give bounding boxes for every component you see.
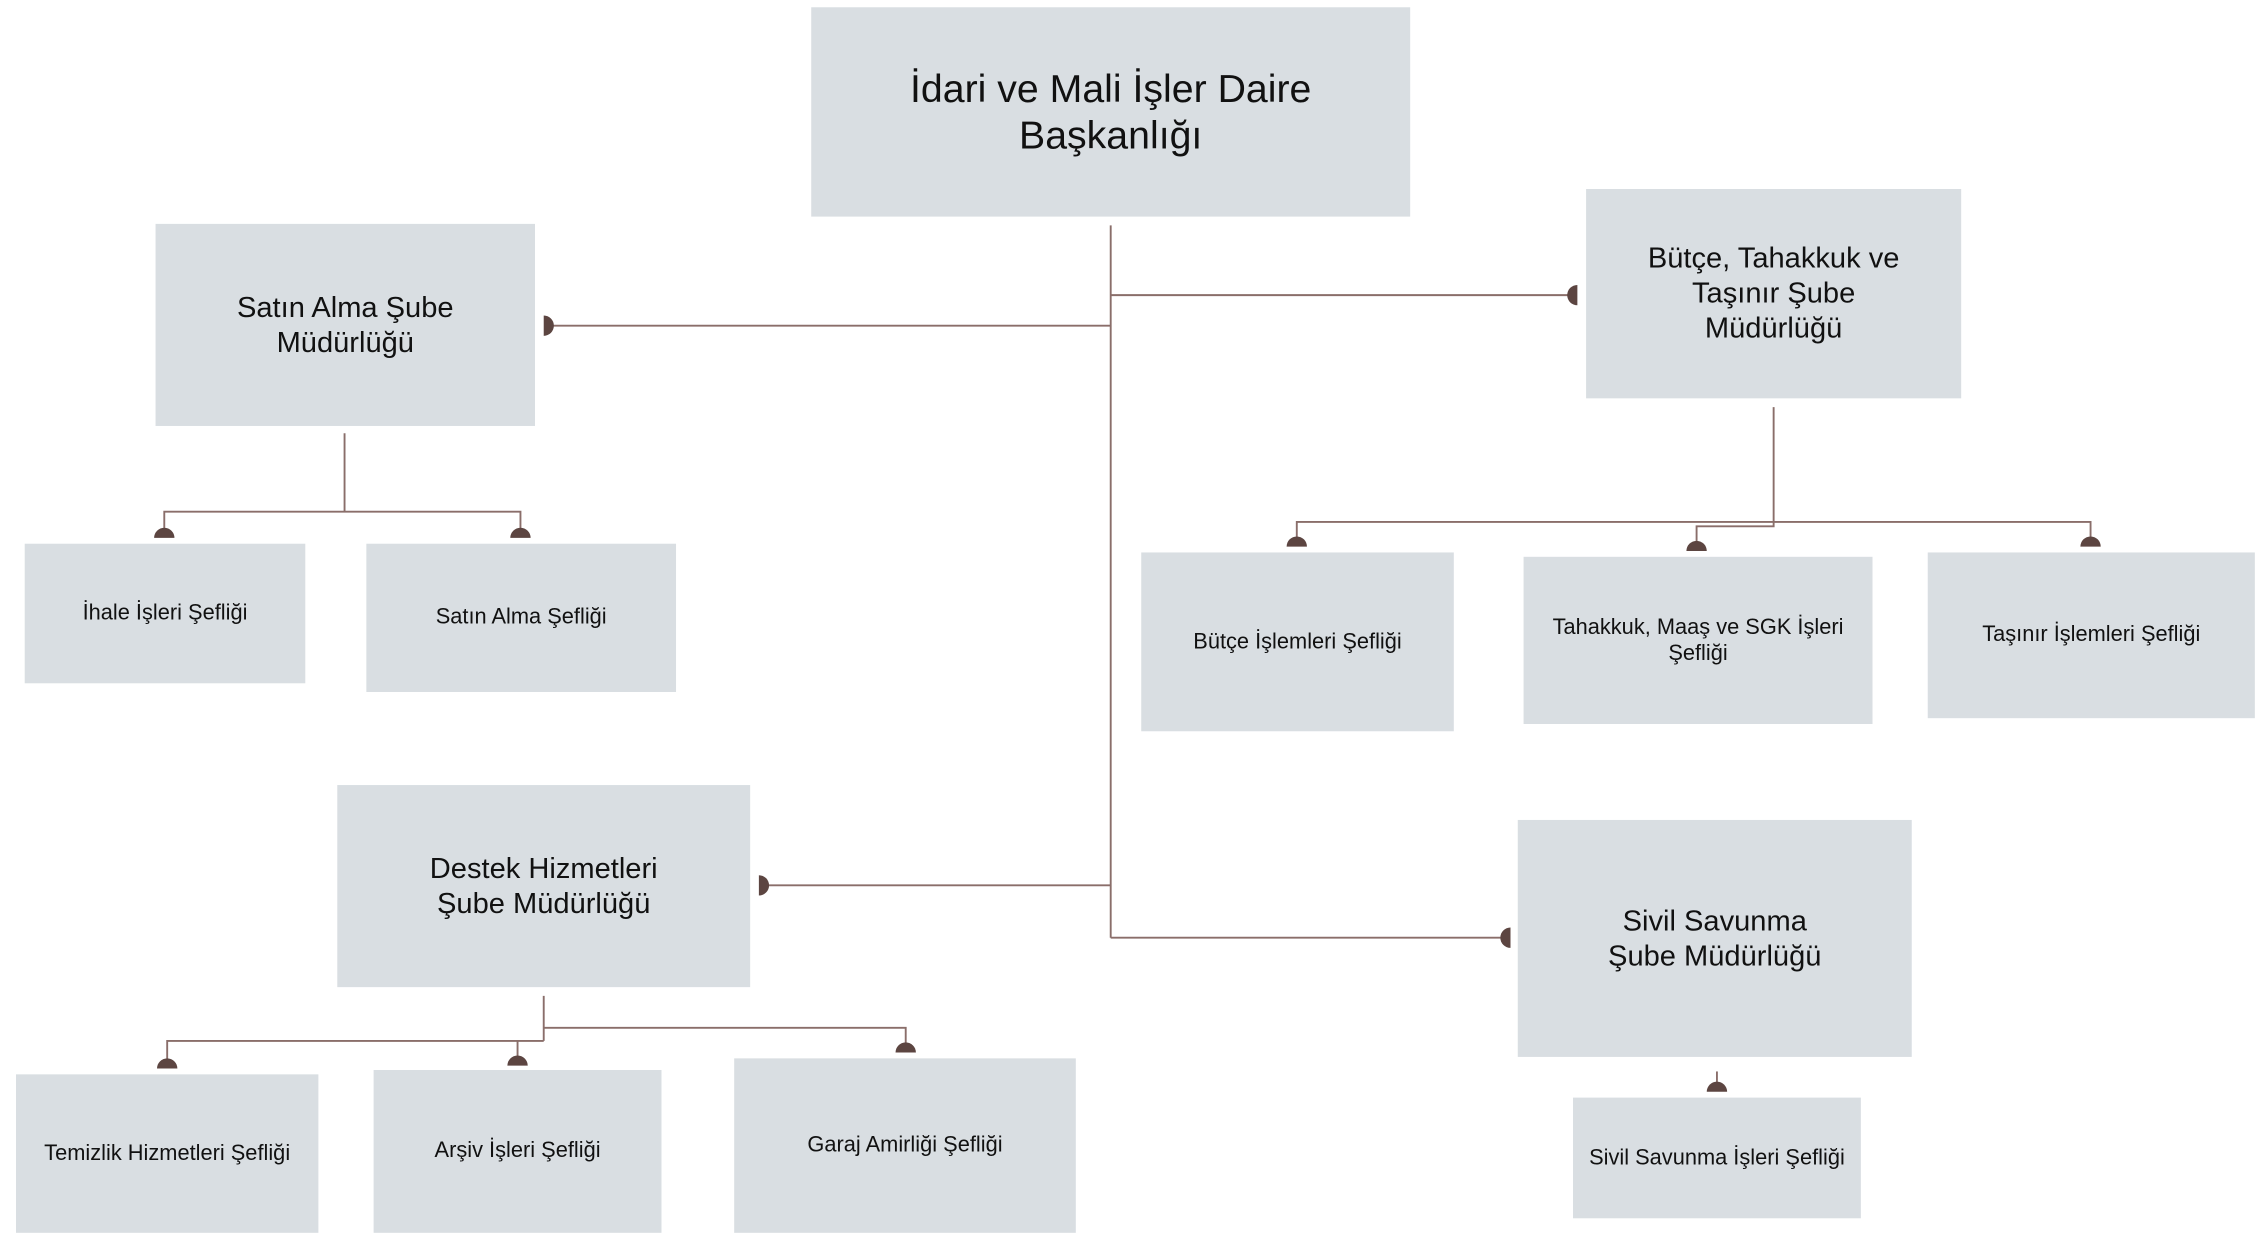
unit-label: Garaj Amirliği Şefliği — [807, 1132, 1003, 1158]
connector-dot — [895, 1042, 916, 1053]
unit-box: Taşınır İşlemleri Şefliği — [1927, 552, 2255, 719]
unit-box: Bütçe İşlemleri Şefliği — [1141, 552, 1454, 732]
connector-dot — [1500, 927, 1511, 948]
connector-dot — [507, 1055, 528, 1066]
root-box: İdari ve Mali İşler Daire Başkanlığı — [811, 7, 1411, 217]
connector-dot — [2080, 536, 2101, 547]
connector-dot — [154, 527, 175, 538]
unit-label: Tahakkuk, Maaş ve SGK İşleri Şefliği — [1552, 614, 1844, 666]
department-label: Satın Alma Şube Müdürlüğü — [236, 291, 454, 359]
connector-dot — [543, 315, 554, 336]
unit-label: Sivil Savunma İşleri Şefliği — [1589, 1144, 1845, 1170]
unit-box: Temizlik Hizmetleri Şefliği — [15, 1074, 319, 1233]
root-label: İdari ve Mali İşler Daire Başkanlığı — [910, 66, 1312, 158]
unit-label: İhale İşleri Şefliği — [82, 600, 248, 626]
unit-box: Sivil Savunma İşleri Şefliği — [1573, 1097, 1861, 1219]
connector-dot — [758, 875, 770, 896]
unit-box: İhale İşleri Şefliği — [24, 543, 306, 684]
department-box: Satın Alma Şube Müdürlüğü — [155, 223, 535, 426]
department-box: Bütçe, Tahakkuk ve Taşınır Şube Müdürlüğ… — [1586, 188, 1962, 399]
connector-dot — [1286, 536, 1307, 547]
connector-dot — [1686, 540, 1707, 551]
department-label: Sivil Savunma Şube Müdürlüğü — [1608, 904, 1822, 972]
unit-label: Bütçe İşlemleri Şefliği — [1193, 628, 1402, 654]
department-label: Bütçe, Tahakkuk ve Taşınır Şube Müdürlüğ… — [1647, 242, 1900, 345]
unit-label: Satın Alma Şefliği — [435, 604, 607, 630]
department-label: Destek Hizmetleri Şube Müdürlüğü — [429, 852, 658, 920]
unit-label: Temizlik Hizmetleri Şefliği — [44, 1140, 291, 1166]
department-box: Destek Hizmetleri Şube Müdürlüğü — [337, 785, 751, 988]
unit-box: Satın Alma Şefliği — [366, 543, 677, 693]
unit-label: Arşiv İşleri Şefliği — [434, 1138, 601, 1164]
unit-box: Garaj Amirliği Şefliği — [734, 1058, 1076, 1233]
unit-box: Arşiv İşleri Şefliği — [373, 1069, 662, 1233]
connector-dot — [157, 1058, 178, 1069]
department-box: Sivil Savunma Şube Müdürlüğü — [1517, 819, 1912, 1057]
unit-label: Taşınır İşlemleri Şefliği — [1982, 622, 2201, 647]
connector-dot — [1706, 1081, 1728, 1092]
connector-dot — [1567, 284, 1578, 306]
unit-box: Tahakkuk, Maaş ve SGK İşleri Şefliği — [1523, 556, 1873, 724]
connector-dot — [510, 527, 531, 538]
